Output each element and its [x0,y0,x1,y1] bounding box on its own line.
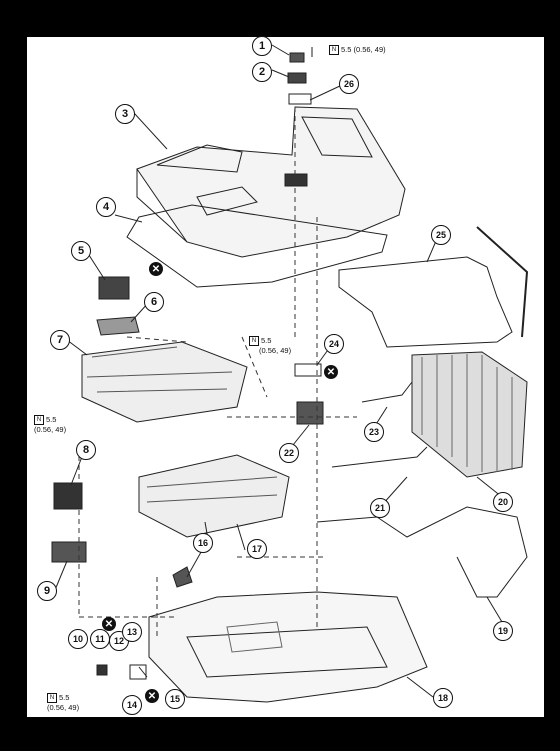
callout-22: 22 [279,443,299,463]
callout-21: 21 [370,498,390,518]
callout-3: 3 [115,104,135,124]
part-relay-8 [53,482,83,510]
part-cover-seal [126,204,388,288]
callout-5: 5 [71,241,91,261]
callout-20: 20 [493,492,513,512]
non-reusable-icon: ✕ [145,689,159,703]
callout-10: 10 [68,629,88,649]
callout-4: 4 [96,197,116,217]
torque-wrench-icon: N [249,336,259,346]
diagram-sheet: 1 2 3 4 5 6 7 8 9 10 11 12 13 14 15 16 1… [27,36,544,717]
part-bar-21 [331,446,428,468]
callout-6: 6 [144,292,164,312]
part-10 [96,664,108,676]
non-reusable-icon: ✕ [102,617,116,631]
part-fastener-top [287,47,313,105]
part-module-17 [138,454,290,538]
callout-9: 9 [37,581,57,601]
torque-wrench-icon: N [329,45,339,55]
callout-24: 24 [324,334,344,354]
non-reusable-icon: ✕ [149,262,163,276]
callout-15: 15 [165,689,185,709]
part-block-5 [98,276,130,300]
part-sensor-16 [172,566,193,588]
callout-16: 16 [193,533,213,553]
callout-26: 26 [339,74,359,94]
part-module-7 [81,341,248,423]
part-upper-cover [136,106,406,258]
part-relay-9 [51,541,87,563]
callout-2: 2 [252,62,272,82]
callout-8: 8 [76,440,96,460]
part-plate-6 [96,316,140,336]
callout-19: 19 [493,621,513,641]
part-lower-tray-18 [148,591,428,703]
part-battery-stack-20 [411,351,528,478]
part-gasket-24 [294,363,322,377]
callout-17: 17 [247,539,267,559]
part-bracket-22 [296,401,324,425]
part-harness-25 [338,256,513,348]
part-bar-23 [361,381,413,403]
callout-7: 7 [50,330,70,350]
callout-25: 25 [431,225,451,245]
callout-23: 23 [364,422,384,442]
callout-11: 11 [90,629,110,649]
torque-wrench-icon: N [47,693,57,703]
part-14 [138,666,148,678]
part-13 [129,664,147,680]
torque-wrench-icon: N [34,415,44,425]
part-harness-19 [316,506,528,598]
callout-13: 13 [122,622,142,642]
callout-18: 18 [433,688,453,708]
callout-1: 1 [252,36,272,56]
non-reusable-icon: ✕ [324,365,338,379]
callout-14: 14 [122,695,142,715]
exploded-view-drawing [51,44,529,703]
